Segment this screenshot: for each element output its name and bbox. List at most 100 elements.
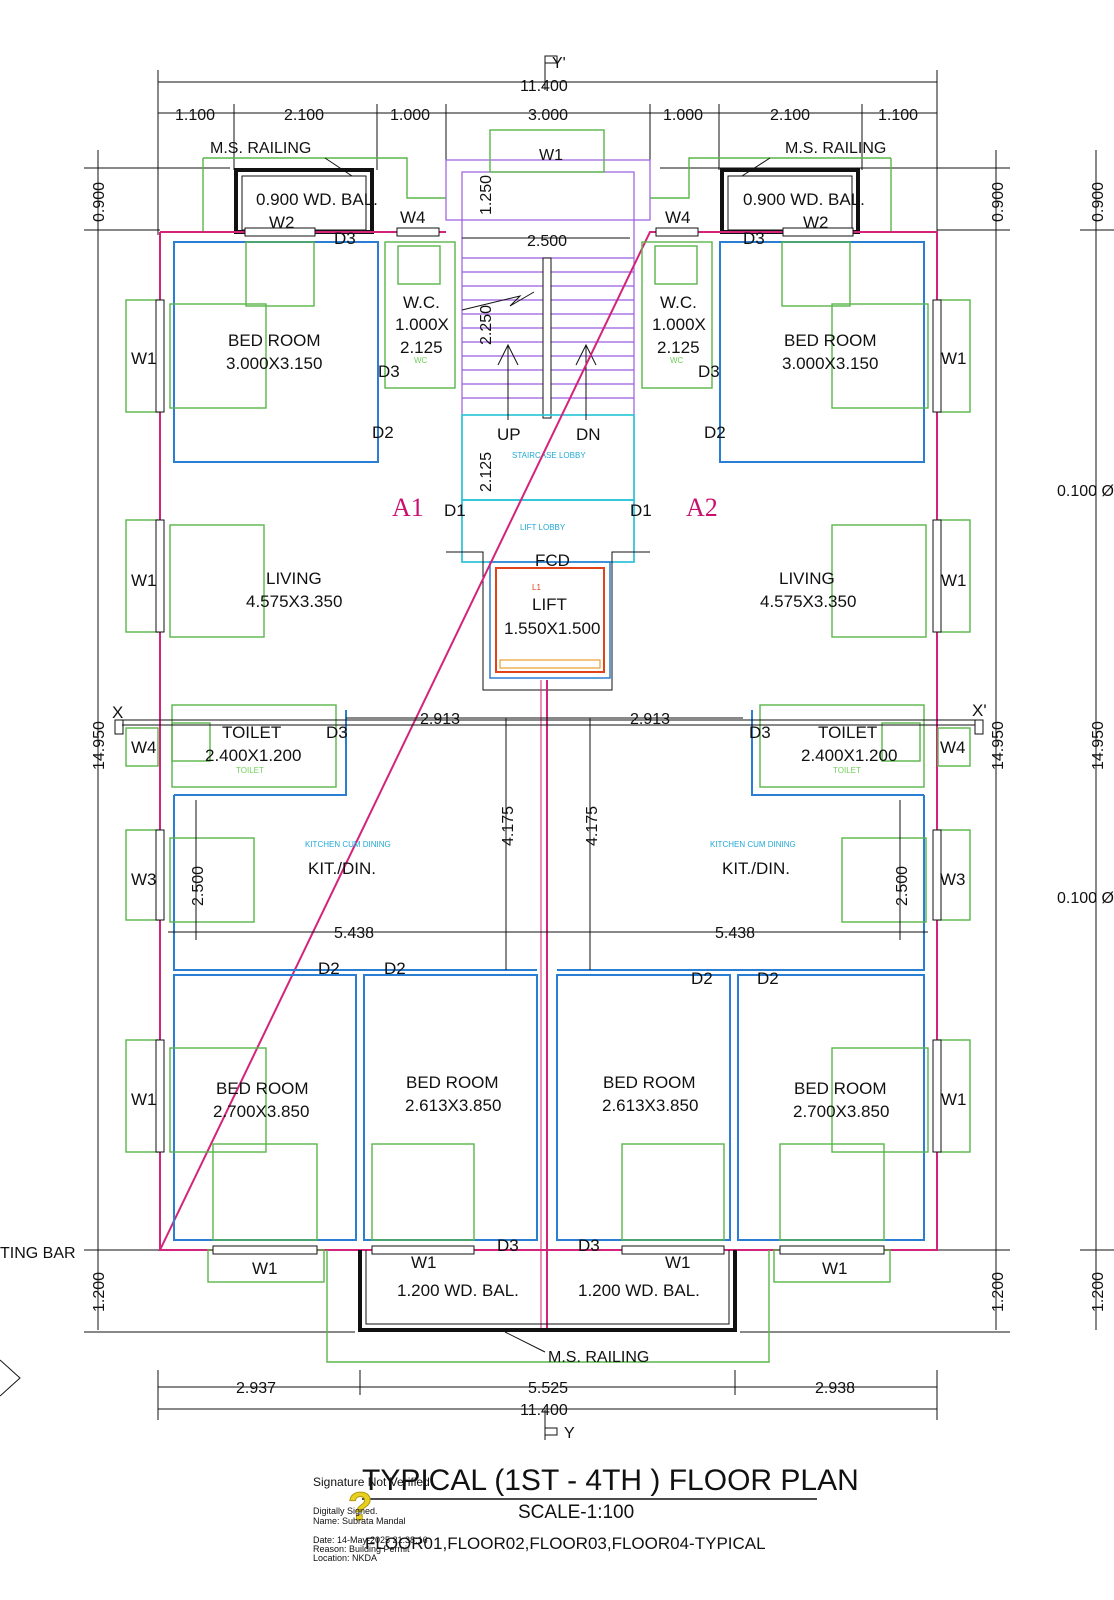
axis-label-x-left: X	[112, 703, 123, 722]
dim-far-1200: 1.200	[1090, 1272, 1107, 1312]
dim-top-seg-2: 2.100	[284, 107, 324, 124]
dim-left-1200: 1.200	[91, 1272, 108, 1312]
balcony-bottom-right-label: 1.200 WD. BAL.	[578, 1281, 700, 1300]
window-tag-w1: W1	[411, 1253, 437, 1272]
window-tag-w2: W2	[269, 213, 295, 232]
toilet-right-size: 2.400X1.200	[801, 746, 897, 765]
toilet-left-size: 2.400X1.200	[205, 746, 301, 765]
bedroom-bottom-4-name: BED ROOM	[794, 1079, 887, 1098]
axis-marker-top	[544, 55, 558, 64]
dim-top-seg-7: 1.100	[878, 107, 918, 124]
window-tag-w1: W1	[131, 1090, 157, 1109]
window-tag-w1: W1	[252, 1259, 278, 1278]
wc-right-size-1: 1.000X	[652, 315, 706, 334]
dim-h-5438-left: 5.438	[334, 925, 374, 942]
railing-label-right: M.S. RAILING	[785, 140, 886, 157]
dim-stair-2250: 2.250	[478, 305, 495, 345]
window-tag-w1: W1	[131, 571, 157, 590]
left-dimensions	[84, 150, 355, 1333]
axis-label-y-top: Y'	[552, 55, 566, 72]
far-left-marker	[0, 1359, 21, 1397]
drawing-scale: SCALE-1:100	[518, 1502, 634, 1523]
wc-right-name: W.C.	[660, 293, 697, 312]
internal-dimensions	[168, 717, 928, 970]
toilet-right-tag: TOILET	[833, 766, 861, 775]
dim-far-dia-2: 0.100 Ø	[1057, 890, 1114, 907]
living-left-name: LIVING	[266, 569, 322, 588]
balcony-top-right-label: 0.900 WD. BAL.	[743, 190, 865, 209]
wall-openings	[155, 227, 942, 1255]
dim-top-seg-3: 1.000	[390, 107, 430, 124]
bottom-balconies	[358, 1250, 737, 1353]
door-tag-d3: D3	[378, 362, 400, 381]
window-label-stair: W1	[539, 147, 563, 164]
dim-top-seg-1: 1.100	[175, 107, 215, 124]
axis-marker-bottom	[544, 1427, 558, 1436]
furniture-outlines	[125, 241, 971, 1363]
unit-label-a2: A2	[686, 493, 718, 522]
railing-label-bottom: M.S. RAILING	[548, 1349, 649, 1366]
dim-bottom-seg-2: 5.525	[528, 1380, 568, 1397]
floors-line: FLOOR01,FLOOR02,FLOOR03,FLOOR04-TYPICAL	[365, 1534, 766, 1553]
signature-line-1: Signature Not Verified	[313, 1475, 430, 1489]
door-tag-d3: D3	[743, 229, 765, 248]
window-tag-w1: W1	[941, 571, 967, 590]
bedroom-bottom-4-size: 2.700X3.850	[793, 1102, 889, 1121]
stair-up-label: UP	[497, 425, 521, 444]
dim-bottom-seg-3: 2.938	[815, 1380, 855, 1397]
dim-left-900: 0.900	[91, 182, 108, 222]
toilet-left-tag: TOILET	[236, 766, 264, 775]
dim-right-1200: 1.200	[990, 1272, 1007, 1312]
wc-left-size-1: 1.000X	[395, 315, 449, 334]
balcony-bottom-left-label: 1.200 WD. BAL.	[397, 1281, 519, 1300]
kitchen-left-tag: KITCHEN CUM DINING	[305, 840, 391, 849]
wc-left-size-2: 2.125	[400, 338, 443, 357]
section-line-x	[114, 719, 984, 735]
door-tag-d2: D2	[757, 969, 779, 988]
lift-lobby-label: LIFT LOBBY	[520, 523, 566, 532]
door-tag-d2: D2	[691, 969, 713, 988]
question-mark-icon: ?	[348, 1485, 372, 1529]
digital-signature-stamp: ?	[348, 1485, 373, 1530]
window-tag-w3: W3	[131, 870, 157, 889]
living-right-size: 4.575X3.350	[760, 592, 856, 611]
far-right-partial	[1080, 150, 1114, 1330]
signature-line-4: Date: 14-May-2025 21:38:16	[313, 1535, 428, 1545]
dim-right-900: 0.900	[990, 182, 1007, 222]
window-tag-w1: W1	[665, 1253, 691, 1272]
kitchen-right-name: KIT./DIN.	[722, 859, 790, 878]
living-right-name: LIVING	[779, 569, 835, 588]
dim-top-total: 11.400	[520, 78, 568, 95]
dim-mid-2913-left: 2.913	[420, 711, 460, 728]
window-tag-w1: W1	[822, 1259, 848, 1278]
door-tag-d3: D3	[578, 1236, 600, 1255]
wc-right-tag: WC	[670, 356, 684, 365]
lift-name: LIFT	[532, 595, 567, 614]
bedroom-top-left-size: 3.000X3.150	[226, 354, 322, 373]
window-tag-w4: W4	[400, 208, 426, 227]
bedroom-top-left-name: BED ROOM	[228, 331, 321, 350]
dim-far-14950: 14.950	[1090, 721, 1107, 770]
bedroom-bottom-3-size: 2.613X3.850	[602, 1096, 698, 1115]
signature-line-3: Name: Subrata Mandal	[313, 1516, 406, 1526]
door-tag-d2: D2	[384, 959, 406, 978]
toilet-right-name: TOILET	[818, 723, 877, 742]
wc-right-size-2: 2.125	[657, 338, 700, 357]
dim-top-seg-5: 1.000	[663, 107, 703, 124]
dim-far-900: 0.900	[1090, 182, 1107, 222]
door-tag-d3: D3	[749, 723, 771, 742]
wc-left-tag: WC	[414, 356, 428, 365]
stair-dn-label: DN	[576, 425, 601, 444]
bedroom-bottom-2-size: 2.613X3.850	[405, 1096, 501, 1115]
door-tag-d3: D3	[326, 723, 348, 742]
signature-line-5: Reason: Building Permit	[313, 1544, 410, 1554]
bedroom-top-right-name: BED ROOM	[784, 331, 877, 350]
window-tag-w1: W1	[941, 1090, 967, 1109]
dim-stair-1250: 1.250	[478, 175, 495, 215]
dim-top-seg-4: 3.000	[528, 107, 568, 124]
dim-mid-2913-right: 2.913	[630, 711, 670, 728]
opening-tags: W1 W1 W4 W3 W1 W1 W1 W4 W3 W1 W2 W2 W4 W…	[131, 208, 967, 1278]
dim-bottom-total: 11.400	[520, 1402, 568, 1419]
door-tag-d1: D1	[444, 501, 466, 520]
